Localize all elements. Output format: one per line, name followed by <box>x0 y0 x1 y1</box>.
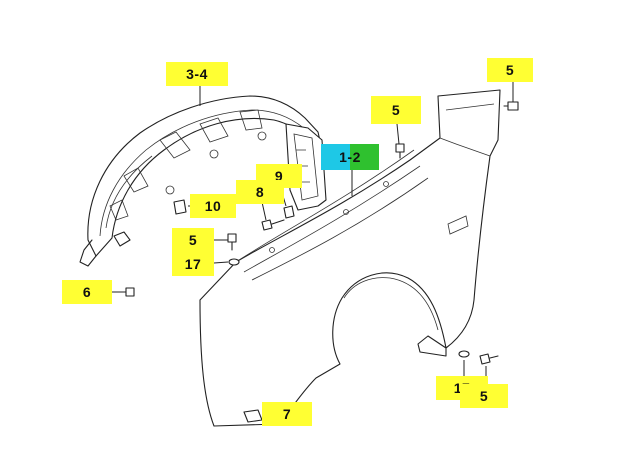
fender-liner-drawing <box>79 95 327 267</box>
callout-17-mid[interactable]: 17 <box>172 252 214 276</box>
callout-8[interactable]: 8 <box>236 180 284 204</box>
callout-10[interactable]: 10 <box>190 194 236 218</box>
callout-1-2[interactable]: 1-2 <box>321 144 379 170</box>
callout-7[interactable]: 7 <box>262 402 312 426</box>
callout-6[interactable]: 6 <box>62 280 112 304</box>
leader-lines <box>112 82 514 416</box>
callout-5-bottom[interactable]: 5 <box>460 384 508 408</box>
hardware-drawing <box>125 101 519 365</box>
callout-5-top-right[interactable]: 5 <box>487 58 533 82</box>
callout-5-mid[interactable]: 5 <box>172 228 214 252</box>
callout-5-top[interactable]: 5 <box>371 96 421 124</box>
callout-3-4[interactable]: 3-4 <box>166 62 228 86</box>
